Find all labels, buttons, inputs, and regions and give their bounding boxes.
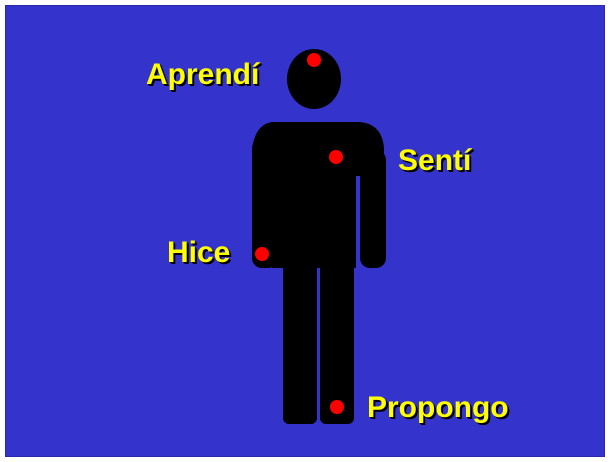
- hand-dot: [255, 247, 269, 261]
- foot-dot: [330, 400, 344, 414]
- label-hand: Hice: [167, 236, 231, 269]
- label-heart: Sentí: [398, 144, 472, 177]
- figure-left-leg: [283, 256, 317, 424]
- marker-dots: [255, 53, 344, 414]
- heart-dot: [329, 150, 343, 164]
- figure-left-arm: [252, 150, 278, 268]
- figure-right-arm: [360, 150, 386, 268]
- label-foot: Propongo: [367, 391, 509, 424]
- figure-right-leg: [320, 256, 354, 424]
- human-silhouette: [252, 49, 386, 424]
- label-head: Aprendí: [146, 58, 260, 91]
- figure-head: [287, 49, 341, 109]
- figure-torso: [252, 122, 384, 268]
- head-dot: [307, 53, 321, 67]
